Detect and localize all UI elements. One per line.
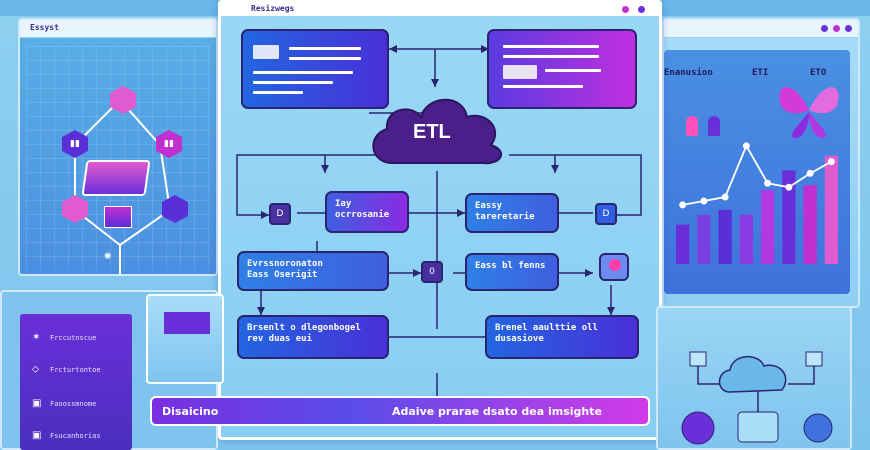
- hex-node-left-icon[interactable]: ▮▮: [62, 130, 88, 158]
- left-window-grid: [26, 46, 210, 270]
- star-icon[interactable]: ✶: [32, 332, 41, 343]
- person-icon-2: [708, 116, 720, 136]
- person-icon: [686, 116, 698, 136]
- process-node-3-sublabel: Eass Oserigit: [247, 270, 318, 280]
- process-node-3-label: Evrssnoronaton: [247, 259, 323, 269]
- user-badge-icon[interactable]: [599, 253, 629, 281]
- right-window-titlebar: [664, 20, 858, 38]
- bottom-right-window: [656, 306, 852, 450]
- chart-line: [682, 143, 832, 206]
- chart-point: [806, 169, 814, 177]
- chart-point: [721, 193, 729, 201]
- chart-point: [742, 142, 750, 150]
- output-node-left[interactable]: Brsenlt o dlegonbogel rev duas eui: [237, 315, 389, 359]
- process-node-3[interactable]: Evrssnoronaton Eass Oserigit: [237, 251, 389, 291]
- chart-label-1: ETI: [752, 68, 769, 78]
- cloud-label: ETL: [413, 121, 451, 143]
- butterfly-icon: [779, 87, 839, 139]
- process-node-2[interactable]: Eassy tareretarie: [465, 193, 559, 233]
- hex-center-block[interactable]: [81, 160, 151, 196]
- chart-bar: [718, 209, 732, 264]
- top-left-strip: [0, 0, 218, 16]
- sidebar-panel: ✶ Frccutnscue ⬦ Frcturtontoe ▣ Faoossmno…: [20, 314, 132, 450]
- right-mid-box[interactable]: D: [595, 203, 617, 225]
- window-control-icon[interactable]: [622, 6, 629, 13]
- chart-bar: [761, 190, 775, 264]
- window-control-icon-2[interactable]: [638, 6, 645, 13]
- chart-point: [785, 183, 793, 191]
- process-node-4[interactable]: Eass bl fenns: [465, 253, 559, 291]
- chart-point: [679, 201, 687, 209]
- chart-point: [764, 179, 772, 187]
- sidebar-item-1[interactable]: Frcturtontoe: [50, 366, 101, 374]
- output-node-right-label: Brenel aaulttie oll dusasiove: [495, 323, 598, 344]
- left-window: Essyst ▮▮ ▮▮ ✺: [18, 18, 218, 276]
- chart-bar: [824, 155, 838, 264]
- left-window-title: Essyst: [30, 23, 59, 32]
- hex-node-bottom-block[interactable]: [104, 206, 132, 228]
- chart-bar: [782, 170, 796, 264]
- main-window: Resizwegs: [218, 0, 662, 440]
- main-window-title: Resizwegs: [251, 4, 295, 13]
- sidebar-item-0[interactable]: Frccutnscue: [50, 334, 97, 342]
- target-document-node[interactable]: [487, 29, 637, 109]
- sidebar-item-3[interactable]: Fsucanhorias: [50, 432, 101, 440]
- cloud-network-diagram: [681, 351, 833, 445]
- hex-node-bottom-left-icon[interactable]: [62, 195, 88, 223]
- process-node-4-label: Eass bl fenns: [475, 261, 546, 271]
- main-window-titlebar: Resizwegs: [221, 3, 659, 17]
- banner-right-label: Adaive prarae dsato dea imsighte: [392, 405, 602, 418]
- hex-node-bottom-right-icon[interactable]: [162, 195, 188, 223]
- process-node-1-label: Iay ocrrosanie: [335, 199, 390, 220]
- gear-icon: ✺: [104, 252, 112, 262]
- chart-point: [827, 158, 835, 166]
- bar-line-chart: [676, 142, 838, 264]
- center-box[interactable]: 0: [421, 261, 443, 283]
- top-right-strip: [662, 0, 870, 16]
- chart-bar: [676, 224, 690, 264]
- chart-bar: [739, 214, 753, 264]
- banner-left-label: Disaicino: [162, 405, 219, 418]
- chart-panel: Enanusioo ETI ETO: [664, 50, 850, 294]
- preview-card[interactable]: [146, 294, 224, 384]
- chart-point: [700, 197, 708, 205]
- chart-label-0: Enanusioo: [664, 68, 713, 78]
- cloud-icon[interactable]: [363, 89, 513, 169]
- chart-label-2: ETO: [810, 68, 827, 78]
- chart-bar: [803, 185, 817, 264]
- document-icon-2[interactable]: ▣: [32, 430, 42, 441]
- left-mid-box[interactable]: D: [269, 203, 291, 225]
- output-node-left-label: Brsenlt o dlegonbogel rev duas eui: [247, 323, 361, 344]
- sidebar-item-2[interactable]: Faoossmnome: [50, 400, 97, 408]
- source-document-node[interactable]: [241, 29, 389, 109]
- document-icon[interactable]: ▣: [32, 398, 42, 409]
- left-window-titlebar: Essyst: [20, 20, 216, 38]
- insight-banner[interactable]: Disaicino Adaive prarae dsato dea imsigh…: [150, 396, 650, 426]
- process-node-2-label: Eassy tareretarie: [475, 201, 535, 222]
- output-node-right[interactable]: Brenel aaulttie oll dusasiove: [485, 315, 639, 359]
- hex-node-right-icon[interactable]: ▮▮: [156, 130, 182, 158]
- drop-icon[interactable]: ⬦: [32, 364, 39, 375]
- process-node-1[interactable]: Iay ocrrosanie: [325, 191, 409, 233]
- chart-bar: [697, 214, 711, 264]
